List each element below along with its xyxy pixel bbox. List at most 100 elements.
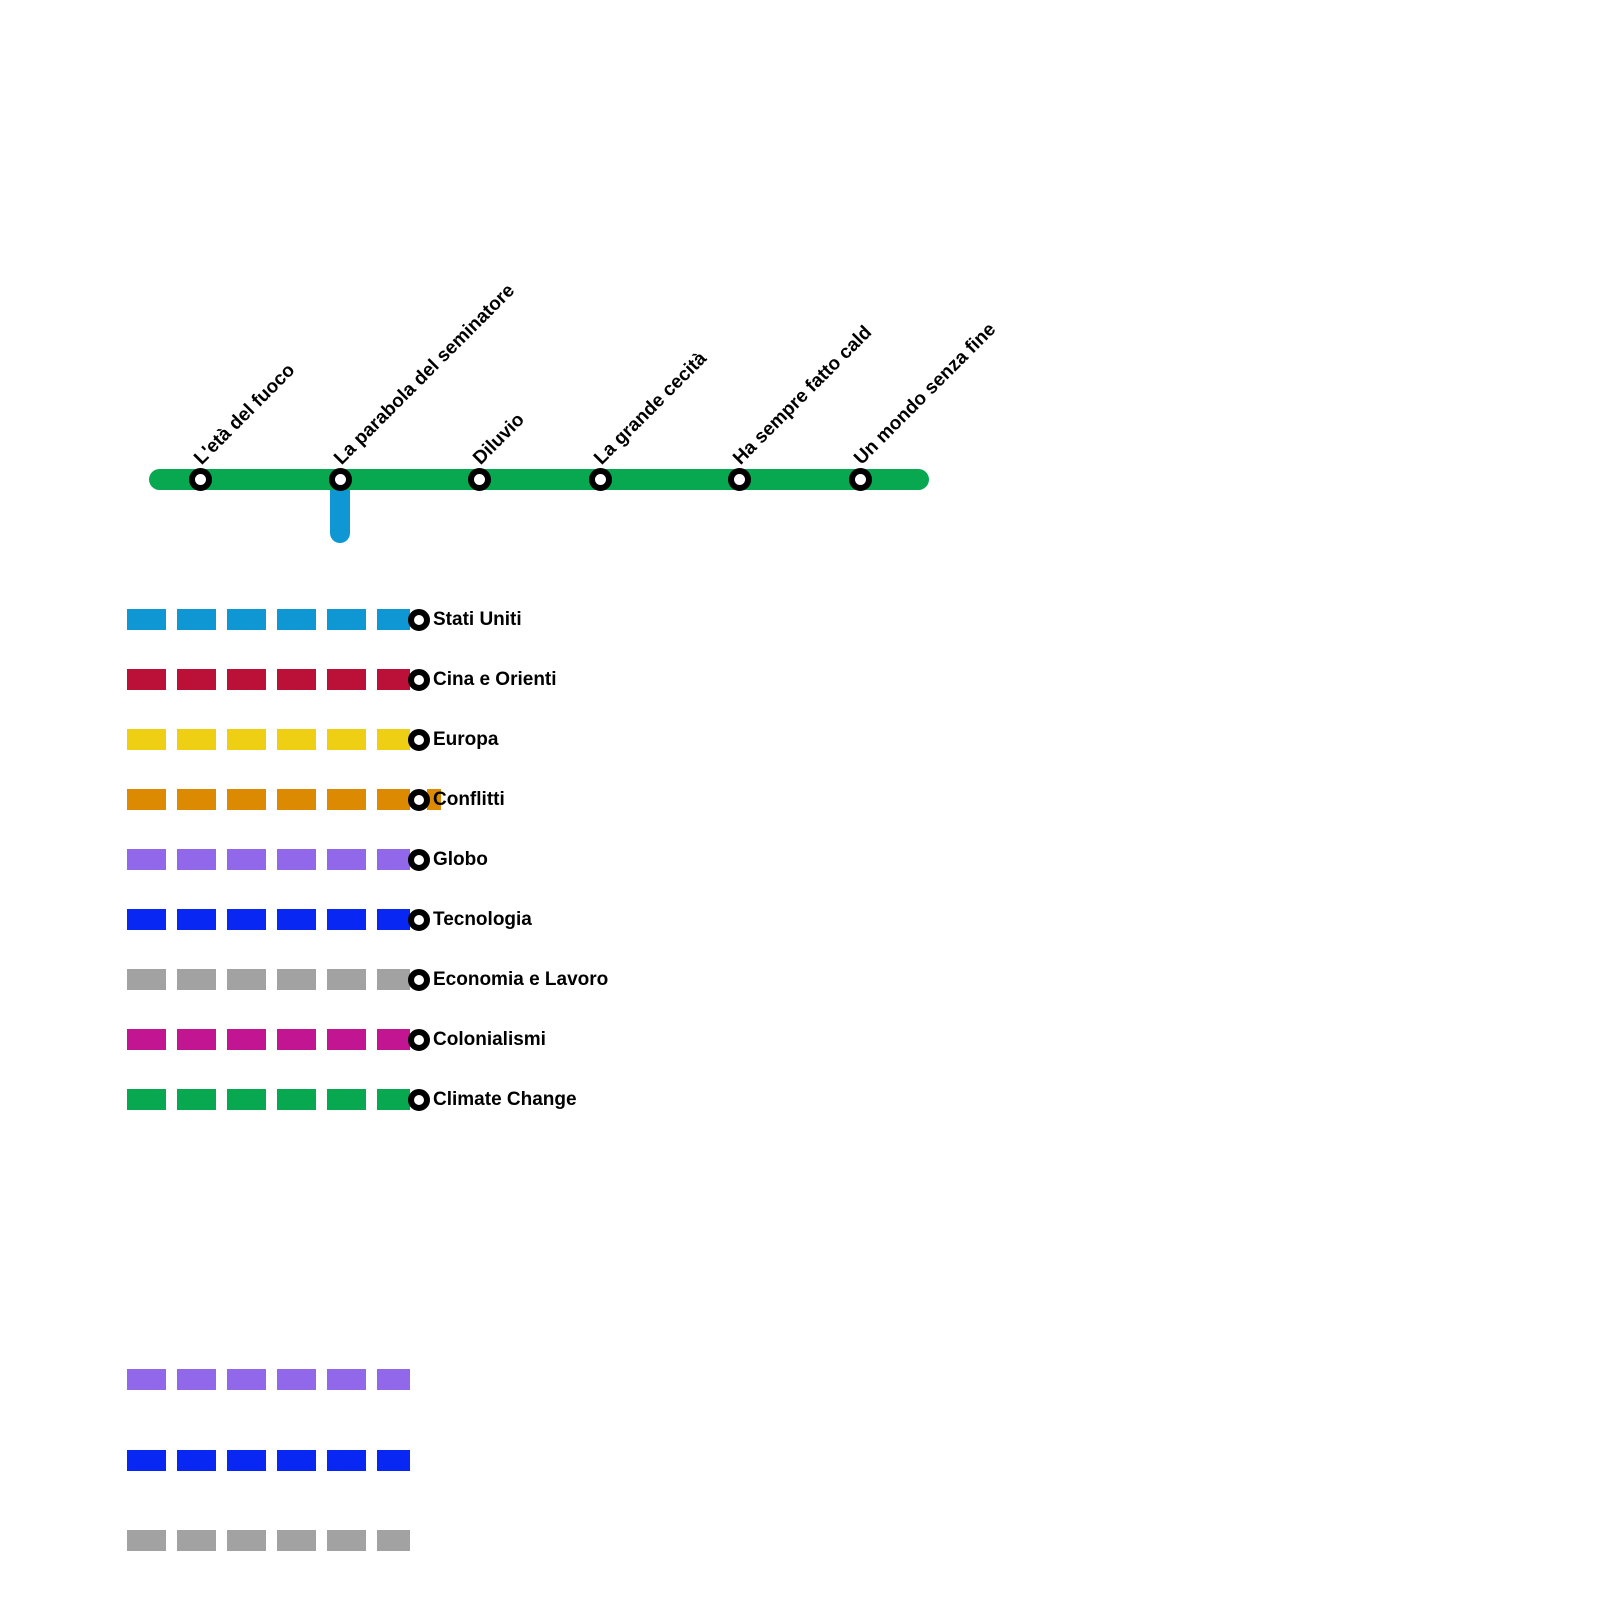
legend-line-dash: [127, 909, 166, 930]
legend-line-dash: [327, 1089, 366, 1110]
line-dash: [227, 1530, 266, 1551]
line-dash: [177, 1450, 216, 1471]
legend-line-dash: [177, 669, 216, 690]
legend-line-dash: [127, 849, 166, 870]
legend-line-dash: [277, 669, 316, 690]
legend-station-marker: [408, 848, 430, 871]
legend-line-dash: [327, 789, 366, 810]
legend-line-dash: [177, 1029, 216, 1050]
station-marker: [588, 468, 612, 491]
legend-line-dash: [327, 609, 366, 630]
legend-line-dash: [377, 1089, 410, 1110]
station-label: Diluvio: [469, 408, 529, 469]
line-dash: [127, 1450, 166, 1471]
legend-line-dash: [227, 1089, 266, 1110]
legend-line-dash: [377, 729, 410, 750]
legend-line-dash: [277, 909, 316, 930]
legend-line-dash: [177, 909, 216, 930]
line-dash: [377, 1530, 410, 1551]
legend-line-dash: [377, 609, 410, 630]
line-dash: [377, 1369, 410, 1390]
legend-line-dash: [327, 1029, 366, 1050]
legend-line-dash: [227, 849, 266, 870]
legend-line-dash: [427, 789, 441, 810]
legend-line-dash: [227, 789, 266, 810]
legend-line-dash: [377, 789, 410, 810]
legend-line-dash: [277, 729, 316, 750]
legend-line-dash: [377, 849, 410, 870]
branch-line: [330, 479, 350, 543]
legend-line-dash: [377, 669, 410, 690]
legend-line-dash: [177, 609, 216, 630]
legend-line-dash: [227, 669, 266, 690]
legend-line-dash: [377, 1029, 410, 1050]
station-label: La grande cecità: [590, 347, 712, 469]
legend-line-dash: [277, 789, 316, 810]
legend-label: Conflitti: [433, 788, 505, 810]
line-dash: [327, 1450, 366, 1471]
legend-line-dash: [127, 1029, 166, 1050]
legend-station-marker: [408, 608, 430, 631]
legend-line-dash: [127, 609, 166, 630]
legend-line-dash: [277, 1029, 316, 1050]
legend-line-dash: [377, 969, 410, 990]
line-dash: [227, 1450, 266, 1471]
legend-line-dash: [177, 849, 216, 870]
legend-line-dash: [227, 909, 266, 930]
line-dash: [177, 1369, 216, 1390]
legend-line-dash: [127, 669, 166, 690]
line-dash: [227, 1369, 266, 1390]
legend-line-dash: [327, 669, 366, 690]
legend-line-dash: [327, 969, 366, 990]
station-label: Un mondo senza fine: [850, 318, 1001, 469]
legend-line-dash: [177, 1089, 216, 1110]
legend-line-dash: [177, 789, 216, 810]
line-dash: [277, 1369, 316, 1390]
legend-label: Cina e Orienti: [433, 668, 557, 690]
legend-line-dash: [227, 1029, 266, 1050]
station-marker: [848, 468, 872, 491]
legend-line-dash: [327, 729, 366, 750]
main-line: [149, 469, 929, 490]
legend-label: Stati Uniti: [433, 608, 522, 630]
legend-label: Globo: [433, 848, 488, 870]
line-dash: [277, 1530, 316, 1551]
legend-line-dash: [277, 1089, 316, 1110]
legend-label: Europa: [433, 728, 499, 750]
legend-line-dash: [177, 969, 216, 990]
legend-label: Tecnologia: [433, 908, 532, 930]
legend-station-marker: [408, 668, 430, 691]
legend-line-dash: [377, 909, 410, 930]
legend-station-marker: [408, 1028, 430, 1051]
legend-line-dash: [127, 789, 166, 810]
legend-line-dash: [127, 729, 166, 750]
station-label: Ha sempre fatto cald: [729, 321, 877, 469]
line-dash: [127, 1530, 166, 1551]
legend-line-dash: [127, 969, 166, 990]
legend-station-marker: [408, 1088, 430, 1111]
legend-line-dash: [277, 849, 316, 870]
line-dash: [177, 1530, 216, 1551]
station-marker: [188, 468, 212, 491]
line-dash: [127, 1369, 166, 1390]
legend-line-dash: [277, 609, 316, 630]
legend-station-marker: [408, 788, 430, 811]
station-marker: [328, 468, 352, 491]
line-dash: [277, 1450, 316, 1471]
legend-label: Economia e Lavoro: [433, 968, 609, 990]
legend-line-dash: [327, 909, 366, 930]
legend-station-marker: [408, 908, 430, 931]
legend-line-dash: [227, 969, 266, 990]
line-dash: [377, 1450, 410, 1471]
line-dash: [327, 1369, 366, 1390]
legend-label: Colonialismi: [433, 1028, 546, 1050]
legend-station-marker: [408, 728, 430, 751]
line-dash: [327, 1530, 366, 1551]
legend-line-dash: [327, 849, 366, 870]
legend-label: Climate Change: [433, 1088, 577, 1110]
legend-line-dash: [227, 609, 266, 630]
legend-line-dash: [227, 729, 266, 750]
station-marker: [727, 468, 751, 491]
legend-line-dash: [177, 729, 216, 750]
